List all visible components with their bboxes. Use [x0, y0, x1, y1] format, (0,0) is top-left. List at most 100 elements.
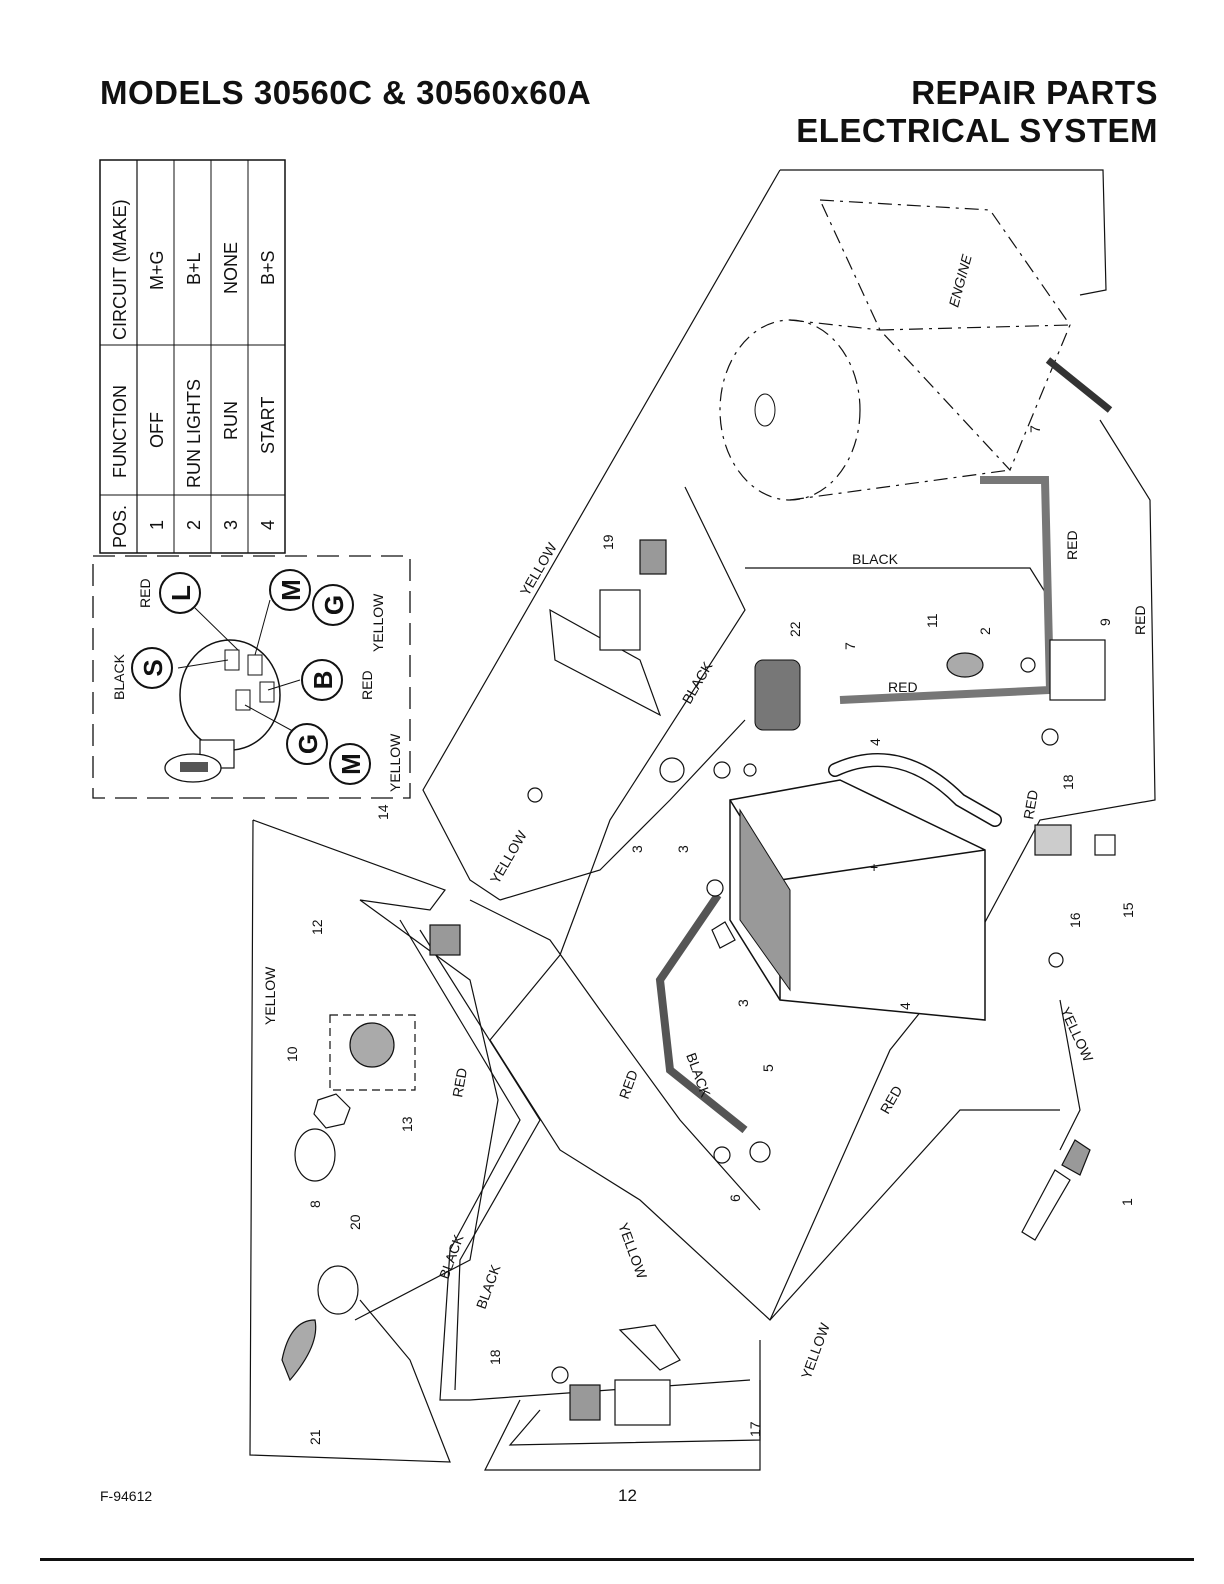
table-cell-pos-4: 4 — [258, 520, 278, 530]
wire-label-black-bracket: BLACK — [679, 658, 716, 706]
part-number-2: 2 — [977, 627, 993, 635]
part-number-18b: 18 — [487, 1349, 503, 1365]
part-number-3a: 3 — [629, 845, 645, 853]
part-number-21: 21 — [307, 1429, 323, 1445]
switch-14 — [429, 924, 461, 956]
table-cell-circuit-4: B+S — [258, 250, 278, 285]
nut-10 — [313, 1093, 351, 1129]
part-number-3c: 3 — [735, 999, 751, 1007]
terminal-b: B — [308, 671, 338, 690]
models-title: MODELS 30560C & 30560x60A — [100, 74, 592, 111]
part-number-15: 15 — [1120, 902, 1136, 918]
wire-label-black-top: BLACK — [852, 551, 899, 567]
part-number-14: 14 — [375, 804, 391, 820]
wire-label-red-mid: RED — [616, 1068, 641, 1101]
wire-label-red-bottom: RED — [877, 1083, 906, 1117]
switch-wire-label-yellow-m: YELLOW — [387, 733, 403, 792]
bezel-8 — [294, 1128, 336, 1182]
table-cell-function-3: RUN — [221, 401, 241, 440]
table-cell-circuit-2: B+L — [184, 252, 204, 285]
table-cell-pos-3: 3 — [221, 520, 241, 530]
terminal-m-top: M — [276, 579, 306, 601]
part-number-16: 16 — [1067, 912, 1083, 928]
wire-label-black-left2: BLACK — [473, 1262, 504, 1311]
table-cell-circuit-3: NONE — [221, 242, 241, 294]
bottom-rule — [40, 1558, 1194, 1561]
switch-wire-label-red-l: RED — [137, 578, 153, 608]
page-number: 12 — [618, 1486, 637, 1505]
fuse-15 — [1094, 834, 1116, 856]
switch-table: POS. FUNCTION CIRCUIT (MAKE) 1 OFF M+G 2… — [99, 159, 286, 554]
wire-label-yellow-left: YELLOW — [262, 966, 278, 1025]
screw-18-bottom — [551, 1366, 569, 1384]
part-number-12: 12 — [309, 919, 325, 935]
section-title-line1: REPAIR PARTS — [911, 74, 1158, 111]
battery: + — [729, 753, 1002, 1021]
screw-18-top — [1041, 728, 1059, 746]
wire-label-yellow-mid: YELLOW — [487, 827, 530, 886]
bolt-6 — [713, 1146, 731, 1164]
part-number-7a: 7 — [1027, 425, 1043, 433]
part-number-11: 11 — [924, 613, 940, 628]
part-number-20: 20 — [347, 1214, 363, 1230]
wire-label-red-right: RED — [1132, 605, 1148, 635]
nut-2 — [1020, 657, 1036, 673]
battery-cable — [655, 892, 748, 1134]
seat-switch-17 — [614, 1379, 671, 1426]
document-code: F-94612 — [100, 1488, 153, 1504]
ground-left — [527, 787, 543, 803]
terminal-m-bottom: M — [336, 753, 366, 775]
wire-label-black-cable: BLACK — [683, 1051, 714, 1100]
part-number-9: 9 — [1097, 618, 1113, 626]
dashed-box-12 — [329, 1014, 416, 1091]
wire-label-red-engine: RED — [1064, 530, 1080, 560]
bolt-3a — [659, 757, 685, 783]
fuse-holder-16 — [1034, 824, 1072, 856]
table-cell-circuit-1: M+G — [147, 250, 167, 290]
wire-label-yellow-seat: YELLOW — [615, 1221, 650, 1282]
part-number-3b: 3 — [675, 845, 691, 853]
part-number-4a: 4 — [867, 738, 883, 746]
connector-19 — [639, 539, 667, 575]
switch-wire-label-black: BLACK — [111, 653, 127, 700]
socket-20 — [317, 1265, 359, 1315]
table-cell-function-2: RUN LIGHTS — [184, 379, 204, 488]
terminal-g-top: G — [319, 595, 349, 615]
part-number-7b: 7 — [842, 642, 858, 650]
section-title-line2: ELECTRICAL SYSTEM — [796, 112, 1158, 149]
wire-label-yellow-bottom: YELLOW — [798, 1320, 833, 1381]
part-number-6: 6 — [727, 1194, 743, 1202]
bulb-21 — [281, 1319, 317, 1382]
wire-label-yellow-right: YELLOW — [1057, 1005, 1096, 1065]
part-number-8: 8 — [307, 1200, 323, 1208]
light-switch-12 — [349, 1022, 395, 1068]
wire-label-red-fuse: RED — [1020, 789, 1041, 821]
washer-3b — [713, 761, 731, 779]
part-number-19: 19 — [600, 534, 616, 550]
table-cell-function-4: START — [258, 397, 278, 454]
table-cell-function-1: OFF — [147, 412, 167, 448]
table-header-circuit: CIRCUIT (MAKE) — [110, 199, 130, 340]
table-header-function: FUNCTION — [110, 385, 130, 478]
ground-right — [1048, 952, 1064, 968]
terminal-g-bottom: G — [293, 734, 323, 754]
part-callouts: 1 2 3 3 3 4 4 5 6 7 7 8 9 10 11 12 13 14… — [284, 425, 1136, 1445]
switch-wire-label-yellow-g: YELLOW — [370, 593, 386, 652]
part-number-10: 10 — [284, 1046, 300, 1062]
cap-11 — [946, 652, 984, 678]
connector-1 — [1061, 1139, 1091, 1176]
part-number-18a: 18 — [1060, 774, 1076, 790]
switch-wire-label-red-b: RED — [359, 670, 375, 700]
engine-label: ENGINE — [945, 252, 975, 309]
wire-label-red-cable: RED — [888, 679, 918, 695]
wire-label-red-left: RED — [449, 1067, 470, 1099]
part-number-4b: 4 — [897, 1002, 913, 1010]
washer-3c — [706, 879, 724, 897]
terminal-s: S — [138, 659, 168, 676]
terminal-boot — [754, 659, 801, 731]
small-parts — [281, 539, 1116, 1426]
part-number-13: 13 — [399, 1116, 415, 1132]
engine: ENGINE — [719, 199, 1113, 501]
part-number-5: 5 — [760, 1064, 776, 1072]
